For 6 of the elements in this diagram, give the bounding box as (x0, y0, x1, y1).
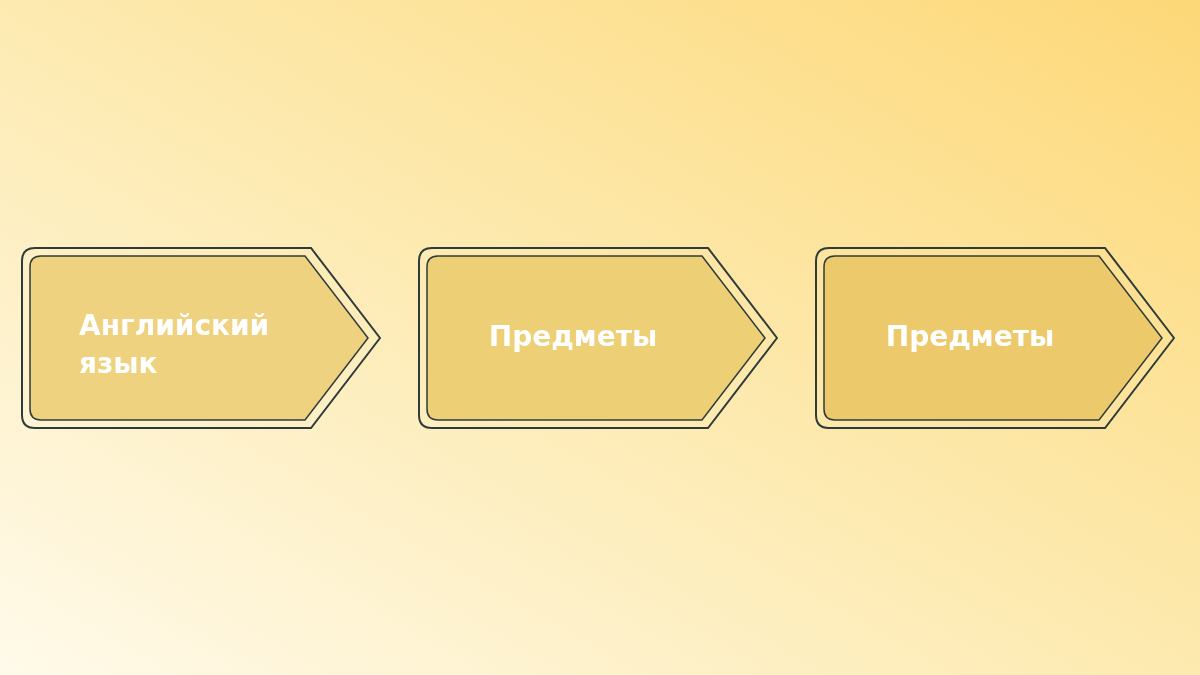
arrow-shaped-box (815, 247, 1175, 429)
arrow-shaped-box (418, 247, 778, 429)
box-label: Предметы (487, 319, 659, 355)
box-label: Предметы (884, 319, 1056, 355)
arrow-shaped-box (21, 247, 381, 429)
box-label: Английский язык (79, 308, 271, 382)
